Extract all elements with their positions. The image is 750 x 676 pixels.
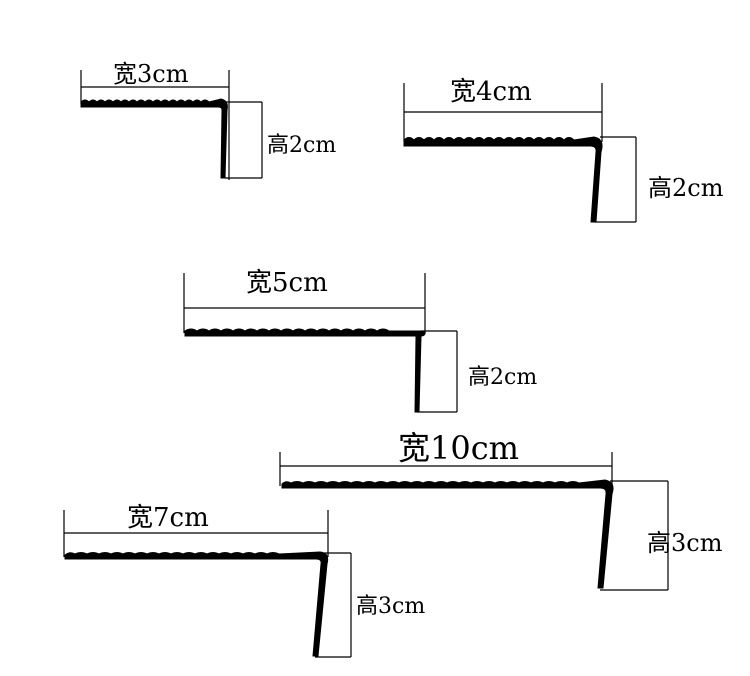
width-dimension-line (183, 273, 426, 333)
height-dimension-line (315, 552, 352, 658)
width-dimension-line (403, 83, 603, 142)
width-dimension-line (80, 70, 230, 180)
height-label: 高3cm (356, 594, 425, 619)
profile-7x3: 宽7cm 高3cm (63, 503, 425, 658)
nosing-profile (80, 98, 228, 179)
height-label: 高2cm (648, 174, 724, 202)
nosing-profile (64, 551, 329, 657)
profile-5x2: 宽5cm 高2cm (183, 268, 537, 413)
width-label: 宽5cm (246, 268, 328, 298)
height-label: 高3cm (647, 529, 723, 557)
profile-4x2: 宽4cm 高2cm (403, 77, 724, 223)
nosing-profile (403, 136, 603, 223)
height-label: 高2cm (468, 365, 537, 390)
width-label: 宽10cm (398, 429, 519, 467)
profile-10x3: 宽10cm 高3cm (279, 429, 723, 591)
width-dimension-line (63, 510, 329, 557)
width-label: 宽3cm (113, 60, 189, 88)
width-dimension-line (279, 452, 613, 486)
width-label: 宽7cm (127, 503, 209, 533)
nosing-profile (184, 328, 426, 413)
height-dimension-line (225, 101, 263, 179)
width-label: 宽4cm (450, 77, 532, 107)
nosing-profile (281, 479, 614, 589)
height-dimension-line (417, 330, 458, 413)
profile-3x2: 宽3cm 高2cm (80, 60, 336, 180)
height-label: 高2cm (267, 133, 336, 158)
height-dimension-line (600, 480, 669, 591)
height-dimension-line (594, 136, 637, 223)
